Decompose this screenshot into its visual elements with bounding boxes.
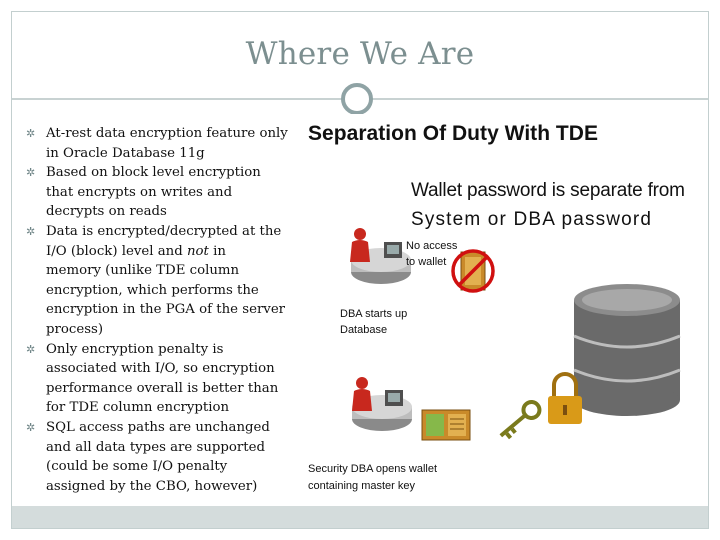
bullet-line: process) [46,321,104,337]
no-access-line2: to wallet [406,256,446,268]
bullet-line: encryption, which performs the [46,282,259,298]
security-dba-line1: Security DBA opens wallet [308,463,437,475]
bullet-line: in Oracle Database 11g [46,145,205,161]
dba-figure-icon [350,228,411,284]
bullet-line: performance overall is better than [46,380,279,396]
title-ring-ornament [341,83,373,115]
bullet-line: SQL access paths are unchanged [46,419,270,435]
bullet-line: and all data types are supported [46,439,265,455]
bullet-item: ✲ At-rest data encryption feature only in … [22,124,304,163]
dba-starts-line1: DBA starts up [340,308,407,320]
security-dba-line2: containing master key [308,480,415,492]
bullet-icon: ✲ [26,420,36,434]
bullet-line: Data is encrypted/decrypted at the [46,223,282,239]
bullet-line: At-rest data encryption feature only [46,126,288,141]
bullet-item: ✲ Only encryption penalty is associated wi… [22,340,304,418]
bullet-icon: ✲ [26,166,36,180]
bullet-icon: ✲ [26,127,36,140]
bullet-line: associated with I/O, so encryption [46,361,275,377]
padlock-icon [548,372,582,424]
security-dba-figure-icon [352,377,412,431]
slide-title: Where We Are [245,36,475,72]
bullet-line: Based on block level encryption [46,165,261,181]
tde-diagram-svg: Separation Of Duty With TDE Wallet passw… [308,122,685,492]
dba-starts-line2: Database [340,324,387,336]
bullet-line: encryption in the PGA of the server [46,302,286,318]
tde-diagram: Separation Of Duty With TDE Wallet passw… [306,114,699,495]
bullet-list: ✲ At-rest data encryption feature only in … [22,124,304,496]
bottom-band [12,506,708,528]
bullet-item: ✲ Based on block level encryption that enc… [22,163,304,222]
wallet-icon [421,409,471,441]
key-icon [499,400,542,440]
bullet-line: decrypts on reads [46,204,167,220]
bullet-line: memory (unlike TDE column [46,263,240,279]
bullet-line: I/O (block) level and not in [46,243,226,259]
wallet-note-line2: System or DBA password [411,209,651,230]
bullet-item: ✲ SQL access paths are unchanged and all d… [22,418,304,496]
no-access-line1: No access [406,240,458,252]
diagram-heading: Separation Of Duty With TDE [308,122,598,145]
wallet-note-line1: Wallet password is separate from [411,180,685,201]
bullet-line: for TDE column encryption [46,400,230,416]
bullet-icon: ✲ [26,342,36,356]
bullet-icon: ✲ [26,224,36,238]
database-cylinder-icon [573,284,681,416]
bullet-line: assigned by the CBO, however) [46,478,258,494]
bullet-line: (could be some I/O penalty [46,459,228,475]
slide-frame [11,11,709,529]
bullet-line: Only encryption penalty is [46,341,224,357]
prohibited-wallet-icon [451,249,495,293]
bullet-line: that encrypts on writes and [46,184,233,200]
